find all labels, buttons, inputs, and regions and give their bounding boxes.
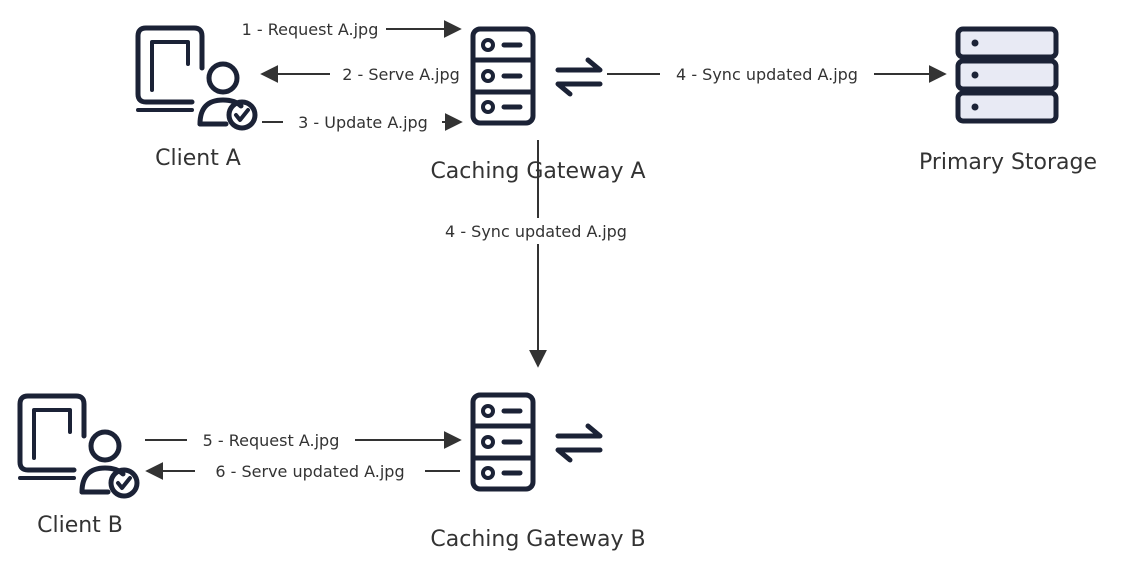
gateway-a-label: Caching Gateway A bbox=[430, 159, 645, 184]
client-b-icon bbox=[17, 393, 140, 499]
edge-request-a: 1 - Request A.jpg bbox=[242, 20, 462, 39]
swap-arrows-icon-a bbox=[555, 57, 603, 97]
edge-sync-gateway: 4 - Sync updated A.jpg bbox=[420, 140, 656, 368]
gateway-b-icon bbox=[470, 392, 536, 492]
client-b-label: Client B bbox=[37, 513, 123, 538]
edge-label-bg bbox=[420, 218, 656, 244]
gateway-b-label: Caching Gateway B bbox=[430, 527, 645, 552]
primary-storage-icon bbox=[955, 26, 1059, 124]
swap-arrows-icon-b bbox=[555, 423, 603, 463]
edge-serve-b: 6 - Serve updated A.jpg bbox=[145, 462, 460, 481]
edge-update-a: 3 - Update A.jpg bbox=[262, 113, 463, 132]
edge-label-3: 3 - Update A.jpg bbox=[298, 113, 428, 132]
edge-label-1: 1 - Request A.jpg bbox=[242, 20, 379, 39]
edge-label-2: 2 - Serve A.jpg bbox=[342, 65, 460, 84]
edge-sync-storage: 4 - Sync updated A.jpg bbox=[607, 65, 947, 84]
edge-label-5: 5 - Request A.jpg bbox=[203, 431, 340, 450]
edge-serve-a: 2 - Serve A.jpg bbox=[260, 65, 460, 84]
client-a-label: Client A bbox=[155, 146, 241, 171]
gateway-a-icon bbox=[470, 26, 536, 126]
client-a-icon bbox=[135, 25, 258, 131]
edge-label-4b: 4 - Sync updated A.jpg bbox=[445, 222, 627, 241]
primary-storage-label: Primary Storage bbox=[919, 150, 1097, 175]
edge-request-b: 5 - Request A.jpg bbox=[145, 431, 462, 450]
edge-label-4a: 4 - Sync updated A.jpg bbox=[676, 65, 858, 84]
edge-label-6: 6 - Serve updated A.jpg bbox=[215, 462, 404, 481]
